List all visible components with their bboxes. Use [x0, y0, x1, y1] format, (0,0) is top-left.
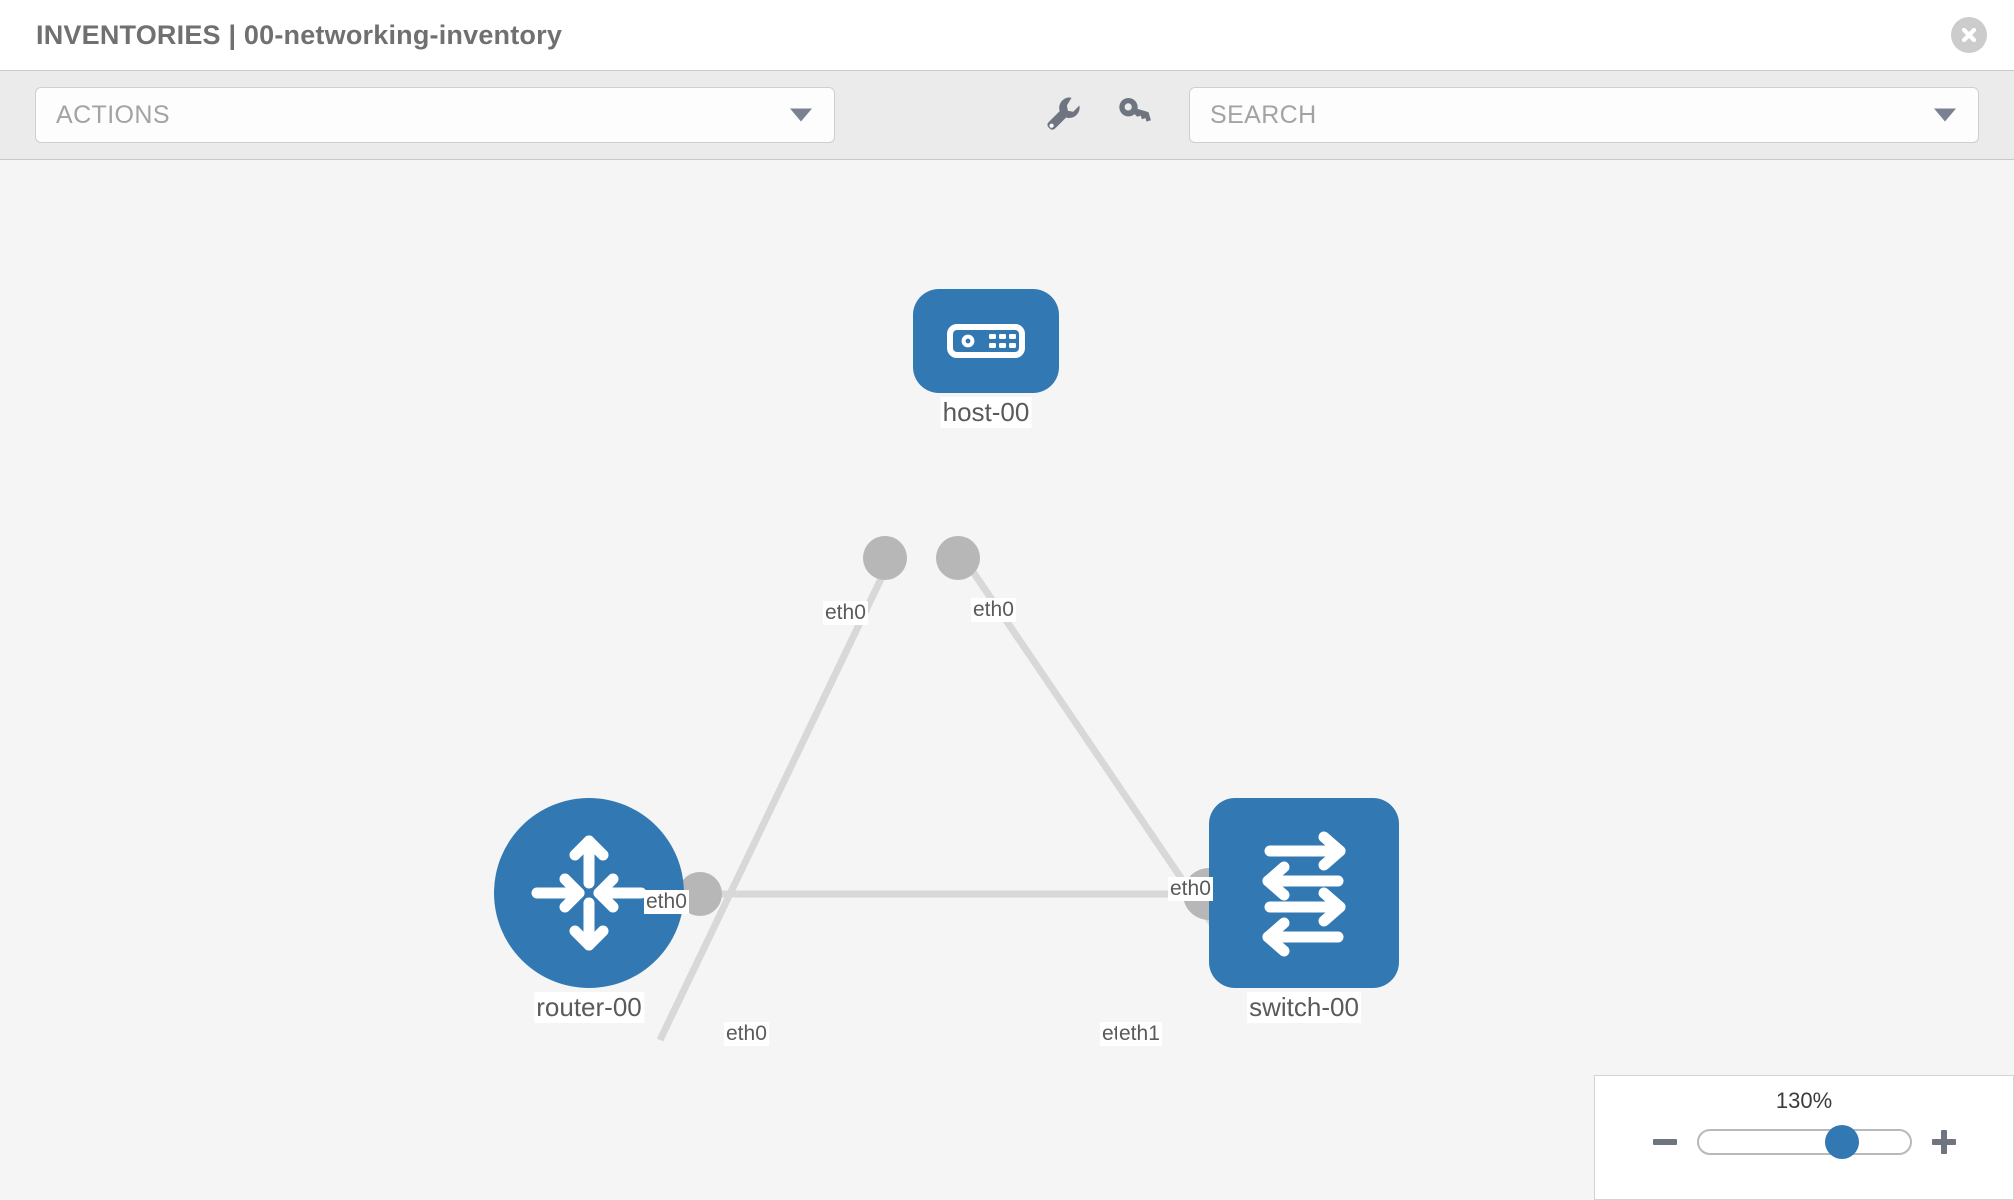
- node-switch-00[interactable]: switch-00: [1209, 798, 1399, 1023]
- server-icon: [947, 324, 1025, 358]
- zoom-in-button[interactable]: [1930, 1128, 1958, 1156]
- host-node-shape[interactable]: [913, 289, 1059, 393]
- node-host-00[interactable]: host-00: [913, 289, 1059, 428]
- router-arrows-icon: [531, 835, 647, 951]
- page-header: INVENTORIES | 00-networking-inventory: [0, 0, 2014, 70]
- stub-router-right: [678, 872, 722, 916]
- iface-label-host-right: eth0: [971, 598, 1016, 622]
- page-title: INVENTORIES | 00-networking-inventory: [36, 19, 563, 50]
- key-icon[interactable]: [1114, 92, 1156, 139]
- search-placeholder: SEARCH: [1210, 100, 1317, 129]
- zoom-level-value: 130%: [1775, 1088, 1833, 1113]
- edge-host-router: [656, 558, 894, 1042]
- zoom-out-button[interactable]: [1651, 1128, 1679, 1156]
- toolbar: ACTIONS: [0, 70, 2014, 160]
- zoom-control-panel: 130%: [1594, 1075, 2014, 1200]
- chevron-down-icon: [790, 108, 812, 122]
- actions-dropdown[interactable]: ACTIONS: [35, 87, 835, 143]
- topology-canvas[interactable]: host-00 router-00: [0, 160, 2014, 1200]
- node-label-router: router-00: [534, 992, 644, 1023]
- iface-label-router-up: eth0: [644, 890, 689, 914]
- zoom-slider-row: [1595, 1125, 2013, 1159]
- close-icon[interactable]: [1951, 17, 1987, 53]
- iface-label-switch-up: eth0: [1168, 877, 1213, 901]
- iface-label-switch-left: eth1: [1117, 1022, 1162, 1046]
- zoom-slider-thumb[interactable]: [1824, 1125, 1859, 1159]
- stub-host-right: [936, 536, 980, 580]
- iface-label-host-left: eth0: [823, 601, 868, 625]
- stub-host-left: [863, 536, 907, 580]
- search-input[interactable]: SEARCH: [1189, 87, 1979, 143]
- actions-dropdown-label: ACTIONS: [56, 100, 170, 129]
- zoom-slider[interactable]: [1696, 1125, 1912, 1159]
- switch-arrows-icon: [1262, 831, 1346, 957]
- chevron-down-icon[interactable]: [1934, 108, 1956, 122]
- node-label-host: host-00: [940, 397, 1032, 428]
- node-label-switch: switch-00: [1247, 992, 1361, 1023]
- wrench-icon[interactable]: [1040, 92, 1082, 139]
- toolbar-icon-group: [1040, 92, 1156, 139]
- iface-label-router-right: eth0: [724, 1022, 769, 1046]
- switch-node-shape[interactable]: [1209, 798, 1399, 988]
